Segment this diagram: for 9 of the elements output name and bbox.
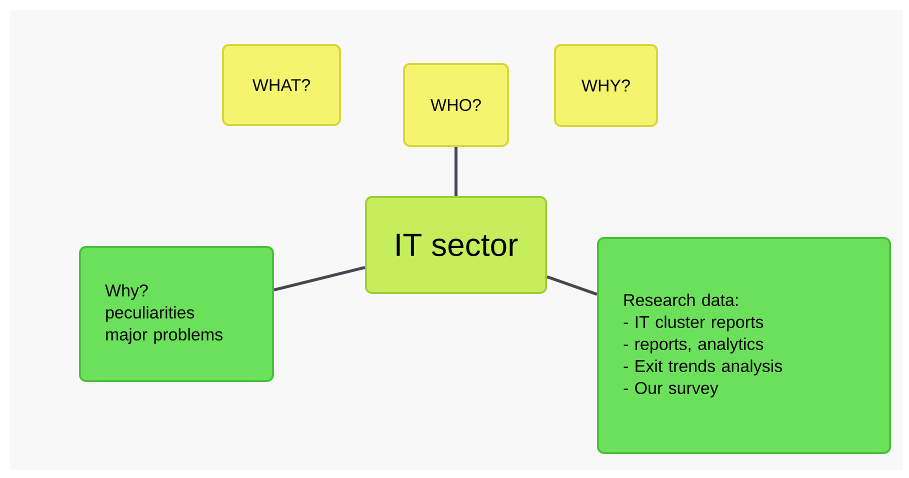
question-box: WHAT? (222, 44, 341, 126)
note-box: Research data: - IT cluster reports - reports, analytics - Exit trends analysis - Our survey (597, 237, 891, 454)
connector-line (546, 275, 598, 296)
connector-line (454, 146, 458, 196)
connector-line (274, 266, 366, 292)
question-box: WHY? (554, 44, 658, 127)
question-box: WHO? (403, 63, 509, 147)
topic-box: IT sector (365, 196, 547, 294)
note-box: Why? peculiarities major problems (79, 246, 274, 382)
